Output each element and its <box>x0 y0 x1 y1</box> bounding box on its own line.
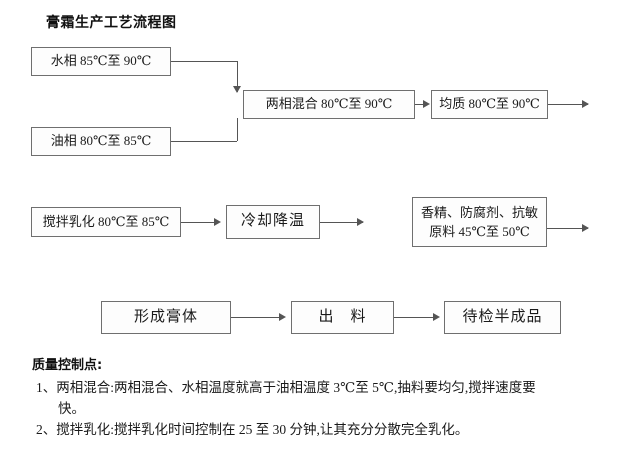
connector-mixing-to-homogenize <box>415 104 427 105</box>
notes-heading: 质量控制点: <box>32 358 103 373</box>
arrow-cooling-out-icon <box>357 218 364 226</box>
flow-node-cooling-label: 冷却降温 <box>240 213 305 230</box>
flow-node-homogenize-label: 均质 80℃至 90℃ <box>439 96 540 112</box>
connector-oil-to-junction <box>171 141 237 142</box>
flow-node-form-cream-label: 形成膏体 <box>133 308 198 325</box>
connector-oil-up <box>237 118 238 141</box>
flow-node-discharge[interactable]: 出 料 <box>291 301 394 334</box>
connector-homogenize-out <box>548 104 588 105</box>
flow-node-stir-emulsify[interactable]: 搅拌乳化 80℃至 85℃ <box>31 207 181 237</box>
note-2-index: 2、 <box>36 422 57 437</box>
flow-node-semi-finished-label: 待检半成品 <box>462 308 543 325</box>
flow-node-oil-phase-label: 油相 80℃至 85℃ <box>50 133 152 149</box>
note-1-index: 1、 <box>36 380 57 395</box>
arrow-mixing-to-homogenize-icon <box>423 100 430 108</box>
connector-stir-to-cooling <box>181 222 218 223</box>
arrow-discharge-to-semi-icon <box>433 313 440 321</box>
note-item-2: 2、搅拌乳化:搅拌乳化时间控制在 25 至 30 分钟,让其充分分散完全乳化。 <box>36 419 622 440</box>
flow-node-two-phase-mixing-label: 两相混合 80℃至 90℃ <box>265 96 393 112</box>
flow-node-two-phase-mixing[interactable]: 两相混合 80℃至 90℃ <box>243 90 415 119</box>
arrow-additives-out-icon <box>582 224 589 232</box>
flow-node-water-phase[interactable]: 水相 85℃至 90℃ <box>31 47 171 76</box>
flow-node-discharge-label: 出 料 <box>318 308 367 325</box>
note-1-text-cont: 快。 <box>58 401 85 416</box>
flow-node-additives-label-line1: 香精、防腐剂、抗敏 <box>420 204 538 220</box>
note-2-text: 搅拌乳化时间控制在 25 至 30 分钟,让其充分分散完全乳化。 <box>114 422 469 437</box>
flow-node-stir-emulsify-label: 搅拌乳化 80℃至 85℃ <box>42 213 170 229</box>
flow-node-semi-finished[interactable]: 待检半成品 <box>444 301 561 334</box>
note-item-1: 1、两相混合:两相混合、水相温度就高于油相温度 3℃至 5℃,抽料要均匀,搅拌速… <box>36 377 622 419</box>
connector-form-to-discharge <box>231 317 283 318</box>
flow-node-oil-phase[interactable]: 油相 80℃至 85℃ <box>31 127 171 156</box>
connector-discharge-to-semi <box>394 317 438 318</box>
arrow-water-to-mixing-icon <box>233 86 241 93</box>
connector-water-to-junction <box>171 61 237 62</box>
flow-node-water-phase-label: 水相 85℃至 90℃ <box>50 53 152 69</box>
note-2-term: 搅拌乳化: <box>56 422 115 437</box>
flow-node-homogenize[interactable]: 均质 80℃至 90℃ <box>431 90 548 119</box>
connector-cooling-out <box>320 222 363 223</box>
connector-water-down <box>237 61 238 92</box>
flow-node-form-cream[interactable]: 形成膏体 <box>101 301 231 334</box>
flow-node-cooling[interactable]: 冷却降温 <box>226 205 320 239</box>
note-1-term: 两相混合: <box>56 380 115 395</box>
note-1-text: 两相混合、水相温度就高于油相温度 3℃至 5℃,抽料要均匀,搅拌速度要 <box>114 380 536 395</box>
arrow-form-to-discharge-icon <box>279 313 286 321</box>
flow-node-additives[interactable]: 香精、防腐剂、抗敏 原料 45℃至 50℃ <box>412 197 547 247</box>
flow-node-additives-label-line2: 原料 45℃至 50℃ <box>429 224 530 239</box>
arrow-stir-to-cooling-icon <box>214 218 221 226</box>
arrow-homogenize-out-icon <box>582 100 589 108</box>
page-title: 膏霜生产工艺流程图 <box>46 15 177 31</box>
connector-additives-out <box>547 228 588 229</box>
